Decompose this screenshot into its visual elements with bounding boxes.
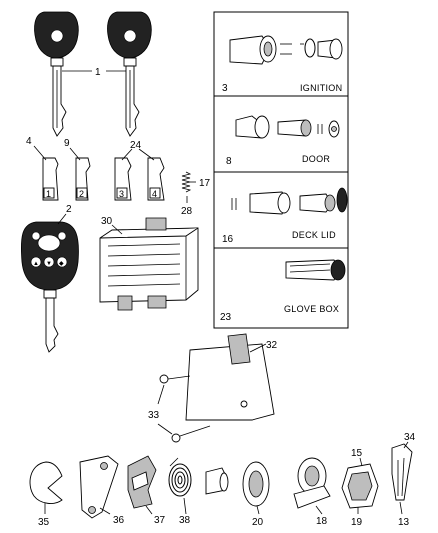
remote-button-panic: ◆ xyxy=(59,261,64,267)
ignition-label: IGNITION xyxy=(300,83,342,93)
key-blank-right xyxy=(107,11,152,137)
callout-24: 24 xyxy=(130,140,142,151)
callout-38: 38 xyxy=(179,515,191,526)
remote-key-fob: ▲ ▼ ◆ xyxy=(20,221,79,353)
tumbler-label: 2 xyxy=(79,189,84,199)
callout-28: 28 xyxy=(181,206,193,217)
brand-logo-icon xyxy=(50,29,64,43)
retaining-clip xyxy=(29,461,63,504)
callout-32: 32 xyxy=(266,340,278,351)
bezel-ring xyxy=(242,461,270,507)
callout-23: 23 xyxy=(220,312,232,323)
lock-retainer xyxy=(341,463,379,509)
callout-20: 20 xyxy=(252,517,264,528)
door-box: 8 DOOR xyxy=(213,95,349,173)
callout-1: 1 xyxy=(95,67,101,78)
callout-34: 34 xyxy=(404,432,416,443)
spring-clip xyxy=(391,443,413,501)
callout-9: 9 xyxy=(64,138,70,149)
callout-8: 8 xyxy=(226,156,232,167)
callout-13: 13 xyxy=(398,517,410,528)
tumbler-label: 1 xyxy=(46,189,51,199)
callout-19: 19 xyxy=(351,517,363,528)
cylinder-housing xyxy=(205,467,229,495)
callout-16: 16 xyxy=(222,234,234,245)
callout-4: 4 xyxy=(26,136,32,147)
tumbler-set: 1 2 3 4 xyxy=(42,157,165,201)
callout-35: 35 xyxy=(38,517,50,528)
deck-lid-label: DECK LID xyxy=(292,230,336,240)
remote-button-lock: ▲ xyxy=(33,261,39,267)
torsion-spring xyxy=(168,457,192,497)
callout-37: 37 xyxy=(154,515,166,526)
tumbler-label: 4 xyxy=(152,189,157,199)
lock-lever xyxy=(79,455,119,519)
callout-18: 18 xyxy=(316,516,328,527)
callout-3: 3 xyxy=(222,83,228,94)
ignition-box: 3 IGNITION xyxy=(213,11,349,97)
key-blank-left xyxy=(34,11,79,137)
callout-33: 33 xyxy=(148,410,160,421)
lock-pawl xyxy=(127,455,157,509)
callout-30: 30 xyxy=(101,216,113,227)
tumbler-label: 3 xyxy=(119,189,124,199)
door-label: DOOR xyxy=(302,154,330,164)
callout-2: 2 xyxy=(66,204,72,215)
remote-button-unlock: ▼ xyxy=(46,261,52,267)
lock-arm xyxy=(293,457,331,509)
callout-36: 36 xyxy=(113,515,125,526)
deck-lid-box: 16 DECK LID xyxy=(213,171,349,249)
glove-box-box: 23 GLOVE BOX xyxy=(213,247,349,329)
callout-17: 17 xyxy=(199,178,211,189)
brand-logo-icon xyxy=(123,29,137,43)
receiver-module xyxy=(99,217,199,311)
solenoid-housing xyxy=(159,333,275,443)
glove-box-label: GLOVE BOX xyxy=(284,304,339,314)
callout-15: 15 xyxy=(351,448,363,459)
tumbler-spring xyxy=(181,171,192,193)
